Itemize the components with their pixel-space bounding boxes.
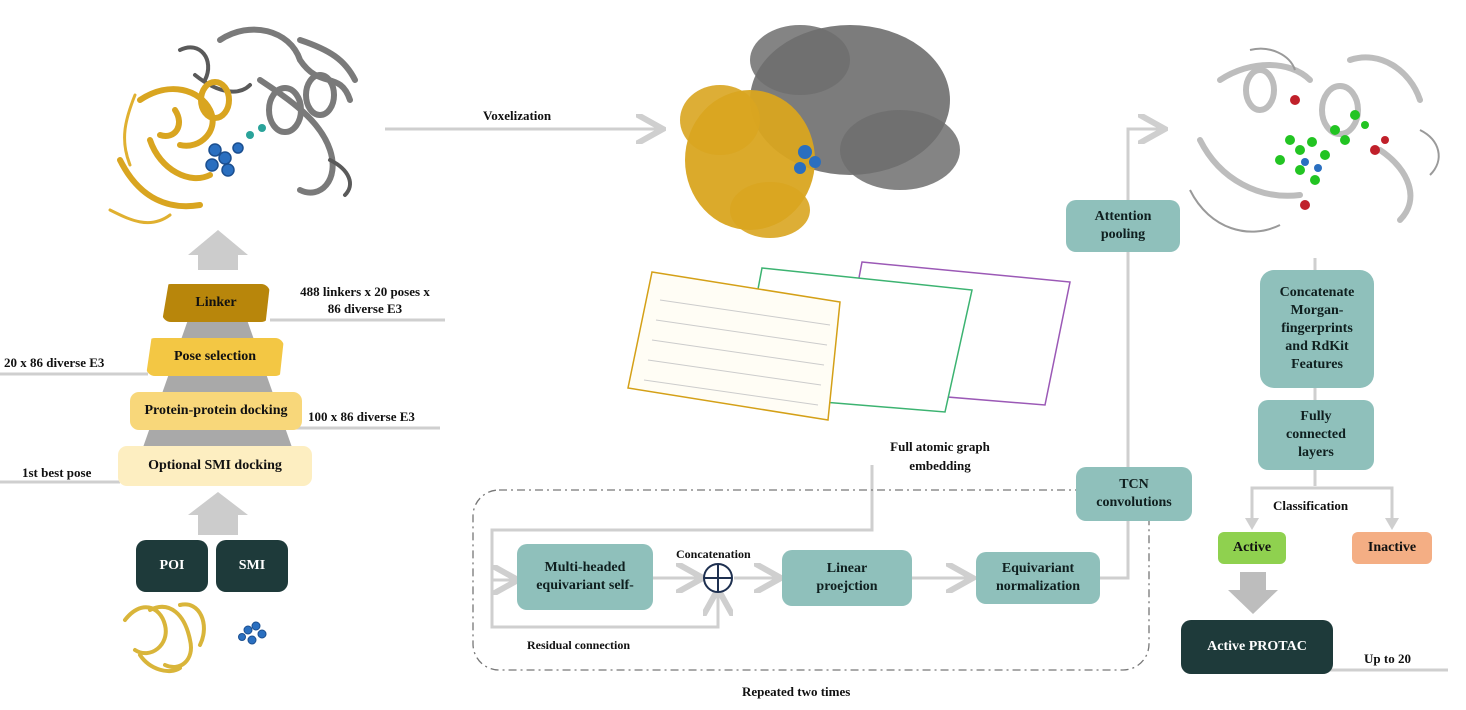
tier-pose-selection: Pose selection	[146, 338, 284, 376]
poi-box: POI	[136, 540, 208, 592]
graph-caption: Full atomic graph embedding	[890, 439, 990, 473]
pose-side-text: 20 x 86 diverse E3	[4, 355, 105, 370]
tier-pose-label: Pose selection	[173, 349, 257, 364]
multi-headed-attention-box: Multi-headed equivariant self-	[517, 544, 653, 610]
classification-label: Classification	[1273, 498, 1349, 513]
equivariant-normalization-box: Equivariant normalization	[976, 552, 1100, 604]
poi-smi-structures	[123, 602, 267, 674]
tier-linker: Linker	[162, 284, 270, 322]
up-arrow-top	[188, 230, 248, 270]
smi-side-text: 1st best pose	[22, 465, 92, 480]
voxelized-complex	[680, 25, 960, 238]
attention-pooling-box: Attention pooling	[1066, 200, 1180, 252]
tier-ppd-label: Protein-protein docking	[144, 403, 288, 418]
up-to-label: Up to 20	[1364, 651, 1411, 666]
tier-smi-label: Optional SMI docking	[148, 458, 282, 473]
classification-branch	[1250, 486, 1394, 522]
active-box: Active	[1218, 532, 1286, 564]
tier-optional-smi-docking: Optional SMI docking	[118, 446, 312, 486]
repeated-label: Repeated two times	[742, 684, 851, 699]
active-protac-box: Active PROTAC	[1181, 620, 1333, 674]
smi-box: SMI	[216, 540, 288, 592]
concatenation-label: Concatenation	[676, 547, 751, 561]
graph-embedding-sheets	[627, 261, 1071, 421]
tier-protein-protein-docking: Protein-protein docking	[130, 392, 302, 430]
down-arrow-active	[1228, 572, 1278, 614]
ppd-side-text: 100 x 86 diverse E3	[308, 409, 415, 424]
pyramid-background	[135, 300, 300, 470]
linker-side-text: 488 linkers x 20 poses x 86 diverse E3	[300, 284, 430, 316]
voxelization-label: Voxelization	[483, 108, 552, 123]
attention-path	[1100, 129, 1162, 580]
linear-projection-box: Linear proejction	[782, 550, 912, 606]
graph-to-mh-arrow	[490, 465, 874, 580]
tier-linker-label: Linker	[195, 295, 237, 310]
residual-connection-label: Residual connection	[527, 638, 631, 652]
residual-arrow	[490, 580, 718, 629]
tcn-convolutions-box: TCN convolutions	[1076, 467, 1192, 521]
smi-label: SMI	[238, 558, 266, 573]
protac-complex-top-left	[108, 26, 358, 225]
repeated-region	[472, 489, 1150, 671]
fully-connected-box: Fully connected layers	[1258, 400, 1374, 470]
up-arrow-bottom	[188, 492, 248, 535]
binding-complex-right	[1189, 47, 1440, 233]
concatenate-features-box: Concatenate Morgan- fingerprints and RdK…	[1260, 270, 1374, 388]
inactive-box: Inactive	[1352, 532, 1432, 564]
poi-label: POI	[159, 558, 185, 573]
